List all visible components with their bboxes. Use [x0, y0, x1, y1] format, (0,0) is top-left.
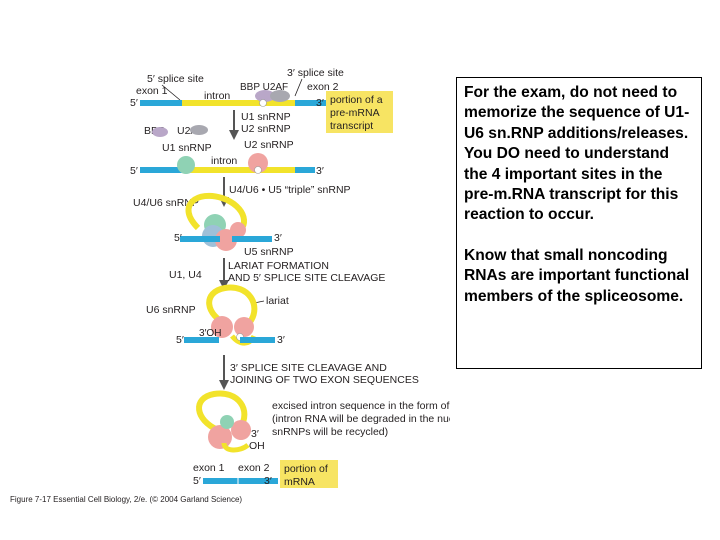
mrna-label-line2: mRNA — [284, 476, 315, 488]
exon2-bar — [295, 100, 330, 106]
bbp-u2af-label: BBP U2AF — [240, 82, 288, 93]
five-prime-site-pointer — [161, 84, 181, 101]
stage-premrna: 5′ splice site 3′ splice site BBP U2AF e… — [130, 67, 393, 133]
stage2-u1-label: U1 snRNP — [162, 142, 212, 154]
stage4-lariat-loop — [206, 284, 258, 328]
intron-bar — [182, 100, 295, 106]
step4-line1: 3′ SPLICE SITE CLEAVAGE AND — [230, 362, 387, 374]
mrna-label-box — [280, 460, 338, 488]
five-prime-splice-site-label: 5′ splice site — [147, 73, 204, 85]
stage4-three-prime-oh: 3′OH — [199, 328, 221, 339]
stage-triple-snrnp: U4/U6 snRNP 5′ 3′ U5 snRNP — [133, 192, 294, 258]
u2-snrnp-particle — [248, 153, 268, 173]
released-bbp — [152, 127, 168, 137]
stage5-three-prime: 3′ — [251, 428, 259, 440]
mrna-exon1-bar — [203, 478, 238, 484]
figure-caption: Figure 7-17 Essential Cell Biology, 2/e.… — [10, 495, 242, 504]
splicing-diagram: 5′ splice site 3′ splice site BBP U2AF e… — [10, 67, 450, 504]
step1-u2-label: U2 snRNP — [241, 123, 291, 135]
premrna-label-line1: portion of a — [330, 94, 383, 106]
u6-label: U6 snRNP — [146, 304, 196, 316]
stage3-three-prime: 3′ — [274, 232, 282, 244]
stage4-exon2-bar — [240, 337, 275, 343]
u5-label: U5 snRNP — [244, 246, 294, 258]
premrna-label-line3: transcript — [330, 120, 373, 132]
exam-note-box: For the exam, do not need to memorize th… — [456, 77, 702, 369]
stage2-u2-label: U2 snRNP — [244, 139, 294, 151]
mrna-exon2-bar — [238, 478, 278, 484]
stage4-u5-particle — [211, 316, 233, 338]
stage3-u2-particle — [230, 222, 246, 238]
step3-line1: LARIAT FORMATION — [228, 260, 329, 272]
intron-label: intron — [204, 90, 230, 102]
stage4-u2-particle — [234, 317, 254, 337]
mrna-exon1-label: exon 1 — [193, 462, 225, 474]
step3-left-label: U1, U4 — [169, 269, 202, 281]
step3-line2: AND 5′ SPLICE SITE CLEAVAGE — [228, 272, 385, 284]
stage2-intron-label: intron — [211, 155, 237, 167]
stage2-five-prime: 5′ — [130, 165, 138, 177]
stage5-intron-tail — [221, 442, 250, 453]
stage5-lariat-loop — [196, 390, 248, 433]
exon2-label: exon 2 — [307, 81, 339, 93]
stage4-exon1-bar — [184, 337, 219, 343]
mrna-label-line1: portion of — [284, 463, 328, 475]
u1-snrnp-particle — [177, 156, 195, 174]
stage4-five-prime: 5′ — [176, 334, 184, 346]
five-prime-end: 5′ — [130, 97, 138, 109]
stage-excised-lariat: excised intron sequence in the form of a… — [193, 390, 450, 488]
stage3-five-prime: 5′ — [174, 232, 182, 244]
exon1-label: exon 1 — [136, 85, 168, 97]
stage2-branch-point — [254, 166, 262, 174]
three-prime-splice-site-label: 3′ splice site — [287, 67, 344, 79]
branch-point-a — [259, 99, 267, 107]
step2-label: U4/U6 • U5 “triple” snRNP — [229, 184, 351, 196]
step4-line2: JOINING OF TWO EXON SEQUENCES — [230, 374, 419, 386]
lariat-label: lariat — [266, 295, 289, 307]
excised-line1: excised intron sequence in the form of a… — [272, 400, 450, 412]
premrna-label-box — [326, 91, 393, 133]
excised-line2: (intron RNA will be degraded in the nucl… — [272, 413, 450, 425]
stage2-exon1-bar — [140, 167, 182, 173]
three-prime-end: 3′ — [316, 97, 324, 109]
excised-line3: snRNPs will be recycled) — [272, 426, 388, 438]
mrna-five-prime: 5′ — [193, 475, 201, 487]
stage5-u6-particle — [220, 415, 234, 429]
premrna-label-line2: pre-mRNA — [330, 107, 380, 119]
u2af-protein — [270, 90, 290, 102]
stage2-intron-bar — [182, 167, 295, 173]
step1-u1-label: U1 snRNP — [241, 111, 291, 123]
note-paragraph-1: For the exam, do not need to memorize th… — [464, 84, 690, 224]
stage-u1-u2-bound: BBP U2AF U1 snRNP U2 snRNP intron 5′ 3′ — [130, 125, 324, 177]
stage3-exon1-bar — [180, 236, 220, 242]
u4u6-label: U4/U6 snRNP — [133, 197, 199, 209]
three-prime-site-pointer — [294, 78, 303, 97]
stage3-exon2-bar — [232, 236, 272, 242]
stage4-three-prime: 3′ — [277, 334, 285, 346]
stage5-oh: OH — [249, 440, 265, 452]
stage2-exon2-bar — [295, 167, 315, 173]
stage2-three-prime: 3′ — [316, 165, 324, 177]
exon1-bar — [140, 100, 182, 106]
mrna-three-prime: 3′ — [264, 475, 272, 487]
released-u2af — [190, 125, 208, 135]
stage5-u2-particle — [231, 420, 251, 440]
mrna-exon2-label: exon 2 — [238, 462, 270, 474]
bbp-protein — [255, 90, 275, 102]
note-paragraph-2: Know that small noncoding RNAs are impor… — [464, 246, 690, 305]
stage-lariat-formed: U6 snRNP lariat 3′OH 5′ 3′ — [146, 284, 289, 346]
